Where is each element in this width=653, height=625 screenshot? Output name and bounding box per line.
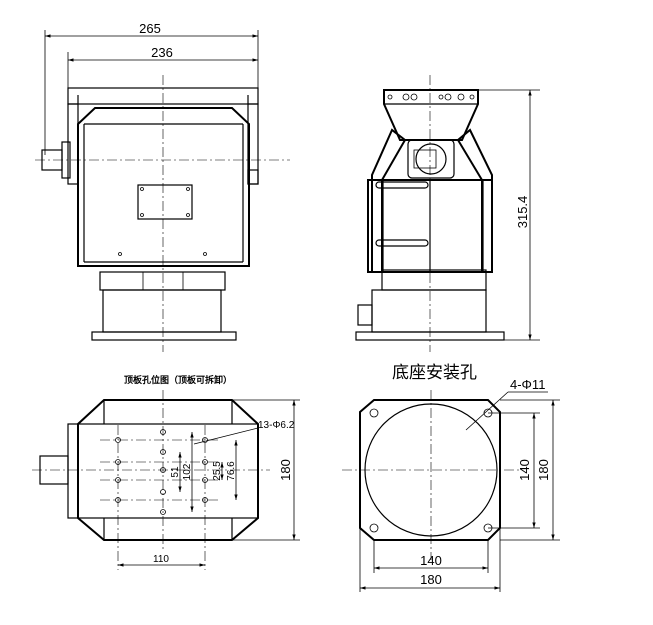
base-callout-label: 4-Φ11 bbox=[510, 377, 545, 392]
handle-top bbox=[375, 181, 429, 189]
mount-hole bbox=[457, 93, 465, 101]
mount-hole bbox=[469, 94, 475, 100]
tilt-hub-inner bbox=[413, 149, 437, 169]
body-screw bbox=[118, 252, 122, 256]
yoke-right-arm bbox=[456, 128, 493, 273]
mount-hole bbox=[387, 94, 393, 100]
nameplate-screw bbox=[186, 187, 190, 191]
base-title: 底座安装孔 bbox=[392, 363, 477, 383]
nameplate-screw bbox=[186, 213, 190, 217]
nameplate bbox=[137, 184, 193, 220]
body-screw bbox=[203, 252, 207, 256]
tilt-hub bbox=[407, 139, 455, 179]
mount-hole bbox=[410, 93, 418, 101]
nameplate-screw bbox=[140, 187, 144, 191]
base-mount-hole bbox=[369, 523, 379, 533]
base-plate bbox=[91, 331, 237, 341]
mount-hole bbox=[402, 93, 410, 101]
hole-pattern bbox=[115, 429, 208, 515]
dim-180h-label: 180 bbox=[420, 572, 442, 587]
base-mount-hole bbox=[369, 408, 379, 418]
side-base bbox=[371, 289, 487, 333]
front-view: 265 236 bbox=[35, 21, 290, 352]
mount-hole bbox=[444, 93, 452, 101]
base-view: 底座安装孔 4-Φ11 140 180 140 180 bbox=[342, 363, 560, 592]
neck bbox=[99, 271, 226, 291]
dim-315-label: 315.4 bbox=[515, 196, 530, 229]
nameplate-screw bbox=[140, 213, 144, 217]
main-body bbox=[77, 107, 250, 267]
dim-76-label: 76.6 bbox=[226, 461, 237, 481]
dim-180v-label: 180 bbox=[536, 459, 551, 481]
dim-140v-label: 140 bbox=[517, 459, 532, 481]
mount-hole bbox=[202, 437, 208, 443]
hole-callout-leader bbox=[193, 427, 259, 445]
side-view: 315.4 bbox=[355, 75, 540, 352]
base-callout-leader bbox=[465, 391, 509, 431]
yoke-left-arm bbox=[371, 128, 407, 273]
base-block bbox=[102, 289, 222, 333]
tilt-hub-circle bbox=[415, 143, 447, 175]
mount-hole bbox=[438, 94, 444, 100]
dim-110-label: 110 bbox=[153, 554, 169, 565]
dim-102-label: 102 bbox=[182, 463, 193, 480]
hole-callout-label: 13-Φ6.2 bbox=[258, 420, 295, 431]
handle-bottom bbox=[375, 239, 429, 247]
dim-140h-label: 140 bbox=[420, 553, 442, 568]
side-connector bbox=[357, 304, 373, 326]
dim-265-label: 265 bbox=[139, 21, 161, 36]
dim-51-label: 51 bbox=[170, 466, 181, 478]
mount-hole bbox=[160, 509, 166, 515]
dim-180-label: 180 bbox=[278, 459, 293, 481]
top-plate-view: 顶板孔位图（顶板可拆卸） bbox=[32, 374, 300, 570]
dim-25-label: 25.5 bbox=[212, 461, 223, 481]
top-plate-title: 顶板孔位图（顶板可拆卸） bbox=[124, 374, 232, 386]
dim-236-label: 236 bbox=[151, 45, 173, 60]
